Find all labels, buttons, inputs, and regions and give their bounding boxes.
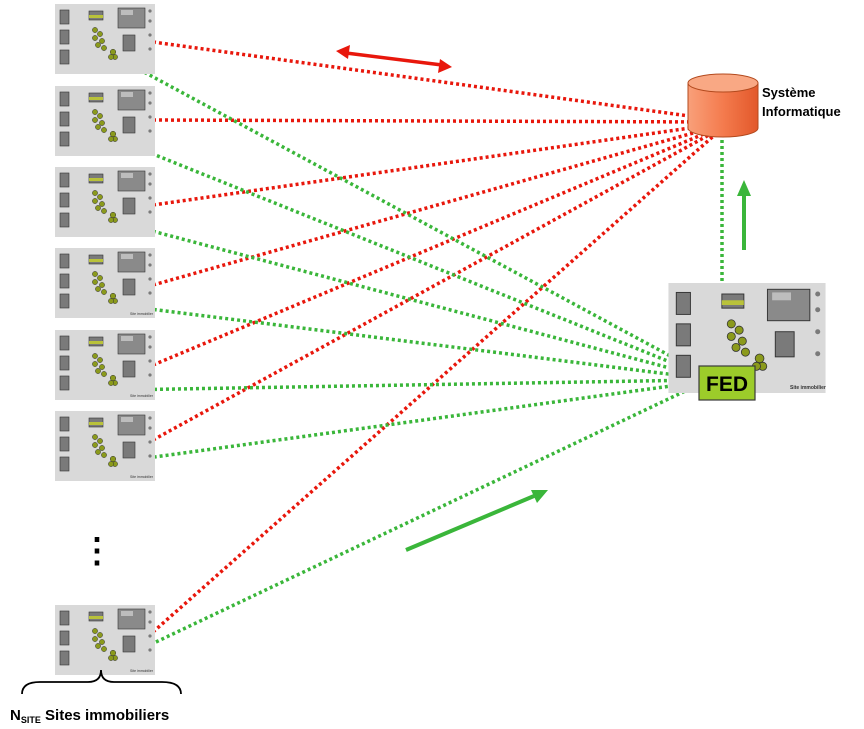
- caption-subscript: SITE: [21, 715, 41, 725]
- green-link: [117, 220, 701, 378]
- site-thumbnail: [55, 330, 155, 400]
- curly-brace: [21, 669, 182, 695]
- site-thumbnail: [55, 4, 155, 74]
- fed-label: FED: [706, 373, 748, 396]
- site-tags: Site immobilier Site immobilier Site imm…: [130, 312, 154, 673]
- site-tag: Site immobilier: [130, 394, 154, 398]
- site-thumbnail: [55, 248, 155, 318]
- site-tag: Site immobilier: [130, 312, 154, 316]
- arrow-right-up-icon: [405, 490, 548, 552]
- site-thumbnail: [55, 605, 155, 675]
- hub-site: Site immobilier: [668, 283, 826, 393]
- red-link: [152, 124, 719, 287]
- green-links: [117, 56, 724, 662]
- green-link: [117, 380, 701, 464]
- site-thumbnail: [55, 167, 155, 237]
- arrow-up-icon: [737, 180, 751, 250]
- site-thumbnail: [55, 86, 155, 156]
- green-link: [117, 138, 701, 376]
- green-link: [117, 382, 701, 662]
- red-link: [152, 40, 719, 122]
- database-icon: [687, 73, 759, 138]
- red-links: [151, 40, 720, 634]
- green-link: [117, 378, 701, 392]
- caption-prefix: N: [10, 707, 21, 724]
- red-link: [151, 130, 720, 634]
- red-link: [152, 118, 719, 124]
- sites-caption: NSITE Sites immobiliers: [10, 707, 169, 725]
- bidirectional-arrow-icon: [336, 45, 452, 73]
- left-sites: [55, 4, 155, 675]
- site-thumbnail: [55, 411, 155, 481]
- red-link: [152, 126, 719, 367]
- green-link: [117, 303, 701, 380]
- red-link: [152, 122, 719, 207]
- ellipsis: ⋮: [80, 532, 114, 570]
- hub-site-caption: Site immobilier: [790, 385, 826, 391]
- site-tag: Site immobilier: [130, 669, 154, 673]
- system-label-line1: Système: [762, 85, 815, 100]
- green-link: [117, 56, 701, 374]
- red-link: [152, 128, 719, 442]
- site-tag: Site immobilier: [130, 475, 154, 479]
- system-label-line2: Informatique: [762, 104, 841, 119]
- caption-text: Sites immobiliers: [41, 707, 169, 724]
- fed-box: FED: [698, 365, 756, 401]
